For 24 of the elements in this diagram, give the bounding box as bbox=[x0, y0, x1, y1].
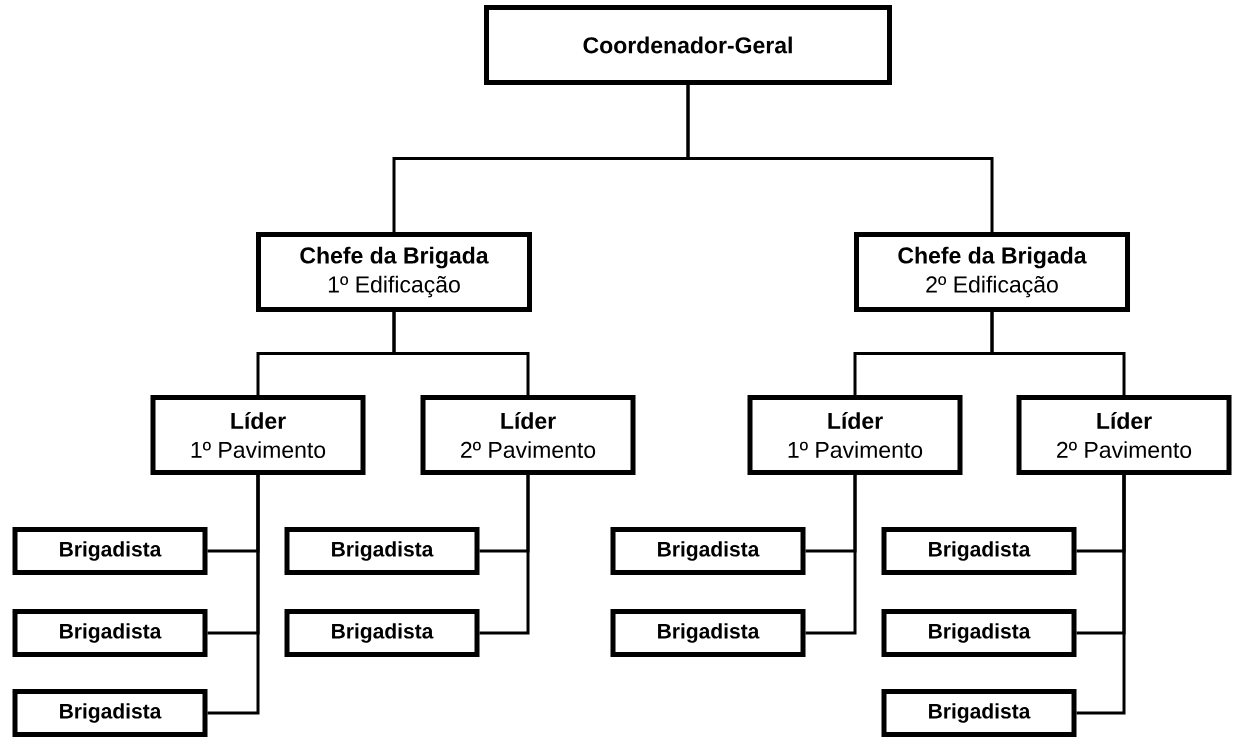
leader-box: Líder 1º Pavimento bbox=[150, 395, 366, 475]
member-box: Brigadista bbox=[881, 527, 1077, 575]
leader-box: Líder 1º Pavimento bbox=[747, 395, 963, 475]
coordinator-box: Coordenador-Geral bbox=[484, 5, 892, 85]
connector bbox=[479, 475, 530, 635]
member-box: Brigadista bbox=[12, 689, 208, 737]
chief-box: Chefe da Brigada 1º Edificação bbox=[256, 232, 532, 312]
member-box: Brigadista bbox=[12, 527, 208, 575]
connector bbox=[1076, 475, 1126, 715]
connector bbox=[805, 475, 857, 635]
member-box: Brigadista bbox=[881, 689, 1077, 737]
member-box: Brigadista bbox=[610, 609, 806, 657]
connector bbox=[392, 312, 530, 395]
member-box: Brigadista bbox=[284, 609, 480, 657]
chief-box: Chefe da Brigada 2º Edificação bbox=[854, 232, 1130, 312]
member-box: Brigadista bbox=[12, 609, 208, 657]
leader-box: Líder 2º Pavimento bbox=[420, 395, 636, 475]
member-box: Brigadista bbox=[284, 527, 480, 575]
member-box: Brigadista bbox=[881, 609, 1077, 657]
connector bbox=[686, 85, 994, 232]
connector bbox=[990, 312, 1126, 395]
member-box: Brigadista bbox=[610, 527, 806, 575]
connector bbox=[207, 475, 260, 715]
leader-box: Líder 2º Pavimento bbox=[1016, 395, 1232, 475]
